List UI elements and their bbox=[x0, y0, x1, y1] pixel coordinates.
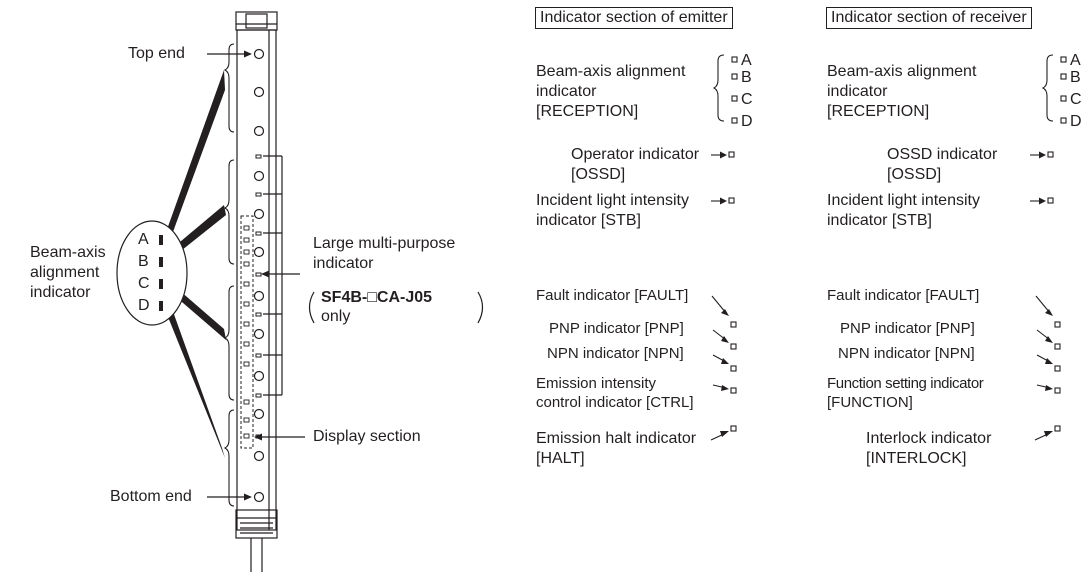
emitter-letter-c: C bbox=[741, 91, 753, 108]
beam-axis-label-line1: Beam-axis bbox=[30, 244, 106, 261]
receiver-drawing bbox=[1030, 54, 1067, 441]
beam-axis-circles bbox=[253, 48, 265, 503]
emitter-operator-line1: Operator indicator bbox=[571, 146, 700, 163]
receiver-interlock-line2: [INTERLOCK] bbox=[866, 450, 967, 467]
oval-letter-b: B bbox=[138, 253, 149, 270]
bottom-end-label: Bottom end bbox=[110, 488, 192, 505]
large-indicator-only: only bbox=[321, 308, 351, 325]
receiver-letter-d: D bbox=[1070, 113, 1082, 130]
emitter-halt-line1: Emission halt indicator bbox=[536, 430, 697, 447]
sensor-body bbox=[235, 11, 278, 572]
receiver-beam-line3: [RECEPTION] bbox=[827, 103, 930, 120]
large-indicator-model: SF4B-□CA-J05 bbox=[321, 289, 433, 306]
emitter-operator-line2: [OSSD] bbox=[571, 166, 626, 183]
top-cap-notch bbox=[245, 13, 268, 29]
receiver-title: Indicator section of receiver bbox=[826, 7, 1032, 29]
emitter-letter-a: A bbox=[741, 52, 752, 69]
emitter-incident-line1: Incident light intensity bbox=[536, 192, 689, 209]
receiver-beam-line2: indicator bbox=[827, 83, 888, 100]
beam-axis-oval bbox=[116, 220, 188, 326]
receiver-ossd-line1: OSSD indicator bbox=[887, 146, 998, 163]
receiver-letter-c: C bbox=[1070, 91, 1082, 108]
oval-letter-c: C bbox=[138, 275, 150, 292]
paren-left bbox=[308, 291, 315, 324]
receiver-letter-a: A bbox=[1070, 52, 1081, 69]
receiver-function-line2: [FUNCTION] bbox=[827, 394, 913, 411]
receiver-letter-b: B bbox=[1070, 69, 1081, 86]
emitter-npn: NPN indicator [NPN] bbox=[547, 345, 684, 362]
oval-letter-a: A bbox=[138, 231, 149, 248]
end-arrows bbox=[207, 50, 252, 501]
receiver-function-line1: Function setting indicator bbox=[827, 375, 984, 392]
display-section-label: Display section bbox=[313, 428, 421, 445]
receiver-fault: Fault indicator [FAULT] bbox=[827, 287, 980, 304]
emitter-letter-b: B bbox=[741, 69, 752, 86]
receiver-npn: NPN indicator [NPN] bbox=[838, 345, 975, 362]
receiver-interlock-line1: Interlock indicator bbox=[866, 430, 992, 447]
top-cap bbox=[235, 11, 278, 31]
paren-right bbox=[477, 291, 484, 324]
emitter-pnp: PNP indicator [PNP] bbox=[549, 320, 684, 337]
top-end-label: Top end bbox=[128, 45, 185, 62]
multipurpose-marks bbox=[255, 154, 262, 439]
emitter-incident-line2: indicator [STB] bbox=[536, 212, 641, 229]
receiver-incident-line1: Incident light intensity bbox=[827, 192, 980, 209]
emitter-ctrl-line1: Emission intensity bbox=[536, 375, 657, 392]
display-arrow bbox=[254, 433, 305, 441]
receiver-beam-line1: Beam-axis alignment bbox=[827, 63, 977, 80]
emitter-ctrl-line2: control indicator [CTRL] bbox=[536, 394, 694, 411]
emitter-beam-line2: indicator bbox=[536, 83, 597, 100]
receiver-incident-line2: indicator [STB] bbox=[827, 212, 932, 229]
sensor-housing bbox=[236, 29, 277, 531]
receiver-pnp: PNP indicator [PNP] bbox=[840, 320, 975, 337]
emitter-drawing bbox=[710, 54, 738, 441]
emitter-letter-d: D bbox=[741, 113, 753, 130]
oval-markers bbox=[159, 235, 163, 311]
emitter-halt-line2: [HALT] bbox=[536, 450, 585, 467]
bottom-cap bbox=[235, 509, 278, 539]
beam-axis-braces bbox=[223, 43, 235, 507]
display-section-outline bbox=[240, 215, 254, 449]
beam-axis-label-line2: alignment bbox=[30, 264, 100, 281]
large-indicator-label-line2: indicator bbox=[313, 255, 374, 272]
multipurpose-bracket bbox=[261, 155, 300, 396]
emitter-beam-line3: [RECEPTION] bbox=[536, 103, 639, 120]
emitter-beam-line1: Beam-axis alignment bbox=[536, 63, 686, 80]
receiver-ossd-line2: [OSSD] bbox=[887, 166, 942, 183]
emitter-title: Indicator section of emitter bbox=[535, 7, 733, 29]
large-indicator-label-line1: Large multi-purpose bbox=[313, 235, 456, 252]
oval-letter-d: D bbox=[138, 297, 150, 314]
beam-axis-label-line3: indicator bbox=[30, 284, 91, 301]
emitter-fault: Fault indicator [FAULT] bbox=[536, 287, 689, 304]
